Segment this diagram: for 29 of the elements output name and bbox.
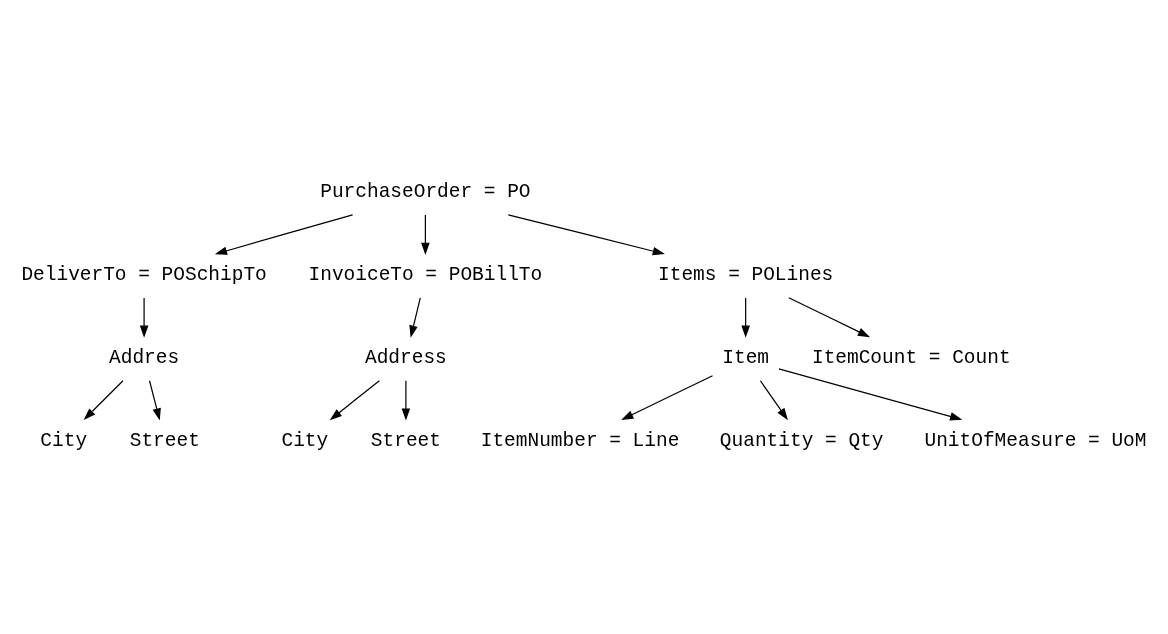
- node-text: City: [281, 429, 329, 452]
- node-text: DeliverTo = POSchipTo: [21, 264, 267, 287]
- node-text: ItemCount = Count: [811, 347, 1011, 370]
- arrow: [214, 214, 354, 255]
- node-text: PurchaseOrder = PO: [320, 181, 531, 204]
- node-text: Addres: [109, 347, 180, 370]
- arrow: [139, 297, 149, 338]
- arrow: [759, 380, 788, 421]
- arrow: [83, 380, 124, 421]
- arrow: [788, 297, 871, 338]
- node-text: InvoiceTo = POBillTo: [308, 264, 543, 287]
- node-text: ItemNumber = Line: [480, 429, 680, 452]
- node-text: City: [40, 429, 88, 452]
- node-text: Street: [370, 429, 441, 452]
- arrow: [409, 297, 421, 338]
- arrow: [401, 380, 411, 421]
- node-text: Address: [365, 347, 447, 370]
- arrow: [421, 214, 430, 255]
- node-text: UnitOfMeasure = UoM: [924, 429, 1147, 452]
- arrow: [148, 380, 161, 421]
- arrow: [507, 214, 665, 256]
- node-text: Street: [129, 429, 200, 452]
- node-text: Items = POLines: [658, 264, 834, 287]
- node-text: Item: [722, 347, 770, 370]
- arrow: [329, 380, 380, 421]
- arrow: [621, 375, 714, 421]
- node-text: Quantity = Qty: [719, 429, 884, 452]
- arrow: [778, 368, 963, 421]
- arrow: [741, 297, 750, 338]
